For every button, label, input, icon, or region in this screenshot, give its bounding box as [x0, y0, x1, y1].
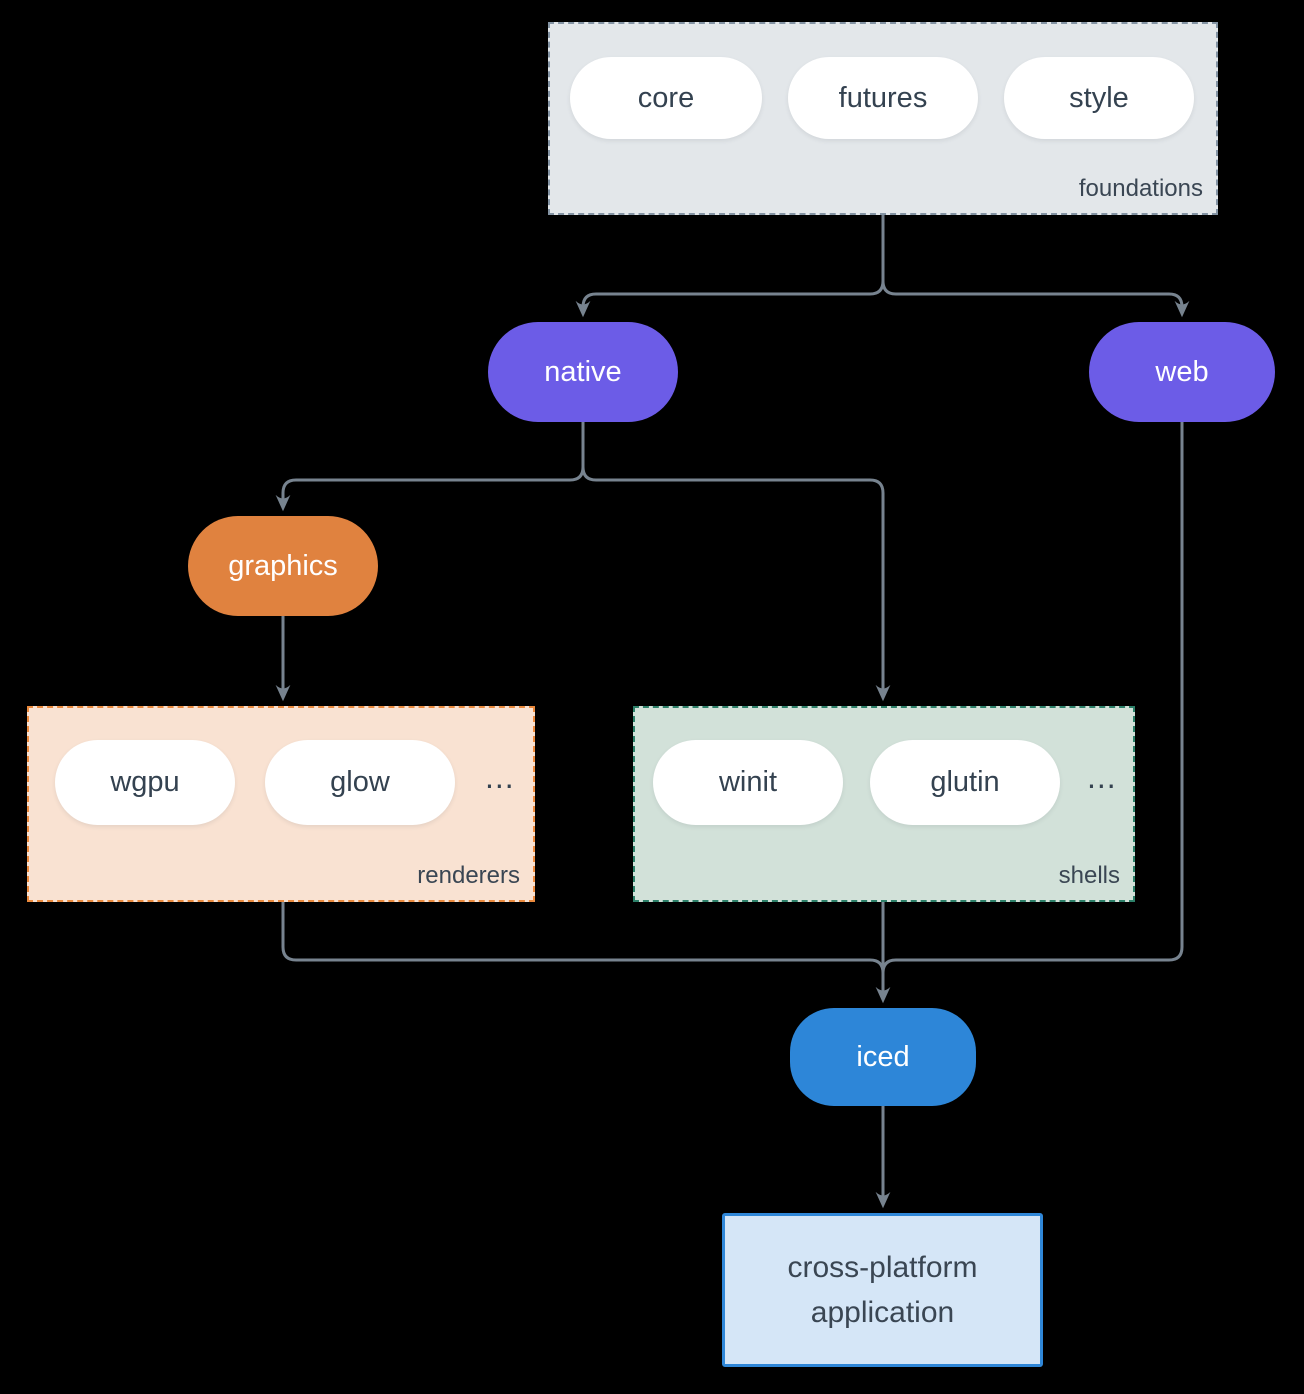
- node-iced: iced: [790, 1008, 976, 1106]
- connector-foundations-to-native: [575, 215, 885, 318]
- application-label: cross-platform application: [787, 1251, 978, 1329]
- pill-core: core: [570, 57, 762, 139]
- pill-wgpu: wgpu: [55, 740, 235, 825]
- node-graphics: graphics: [188, 516, 378, 616]
- pill-style-label: style: [1069, 81, 1129, 114]
- node-iced-label: iced: [856, 1040, 910, 1073]
- renderers-pills-row: wgpu glow ...: [29, 708, 533, 825]
- node-cross-platform-application: cross-platform application: [722, 1213, 1043, 1367]
- pill-futures: futures: [788, 57, 978, 139]
- foundations-group-label: foundations: [1078, 175, 1203, 202]
- shells-pills-row: winit glutin ...: [635, 708, 1133, 825]
- connector-renderers-to-iced: [281, 902, 885, 974]
- connector-native-to-graphics: [275, 422, 585, 512]
- pill-glow: glow: [265, 740, 455, 825]
- node-web: web: [1089, 322, 1275, 422]
- connector-foundations-to-web: [881, 280, 1190, 318]
- group-foundations: core futures style foundations: [548, 22, 1218, 215]
- pill-glutin: glutin: [870, 740, 1060, 825]
- node-native: native: [488, 322, 678, 422]
- pill-wgpu-label: wgpu: [110, 766, 180, 798]
- foundations-pills-row: core futures style: [550, 24, 1216, 139]
- renderers-group-label: renderers: [417, 862, 520, 889]
- node-native-label: native: [544, 355, 622, 388]
- connector-native-to-shells: [581, 466, 891, 702]
- node-web-label: web: [1155, 355, 1209, 388]
- pill-glutin-label: glutin: [930, 766, 1000, 798]
- pill-style: style: [1004, 57, 1194, 139]
- pill-winit-label: winit: [718, 766, 777, 798]
- pill-core-label: core: [637, 81, 695, 114]
- group-renderers: wgpu glow ... renderers: [27, 706, 535, 902]
- shells-group-label: shells: [1058, 862, 1120, 889]
- pill-winit: winit: [653, 740, 843, 825]
- pill-glow-label: glow: [330, 766, 390, 798]
- node-graphics-label: graphics: [228, 549, 338, 582]
- renderers-ellipsis: ...: [485, 759, 515, 795]
- pill-futures-label: futures: [838, 81, 928, 114]
- group-shells: winit glutin ... shells: [633, 706, 1135, 902]
- shells-ellipsis: ...: [1087, 759, 1117, 795]
